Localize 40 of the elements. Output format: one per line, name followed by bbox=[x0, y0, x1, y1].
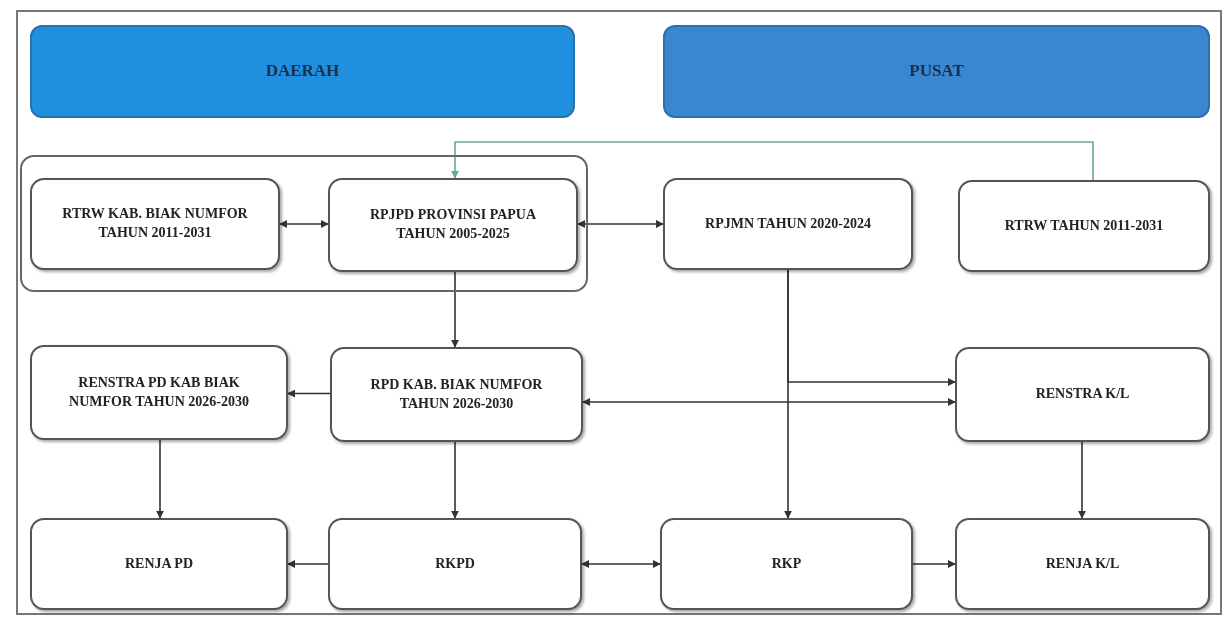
process-box bbox=[958, 180, 1210, 272]
process-box bbox=[330, 347, 583, 442]
process-box bbox=[30, 178, 280, 270]
arrow bbox=[577, 220, 664, 228]
box-label: RENSTRA PD KAB BIAK NUMFOR TAHUN 2026-2030 bbox=[68, 373, 250, 411]
header-text: PUSAT bbox=[909, 60, 964, 83]
arrow bbox=[156, 439, 164, 519]
arrow bbox=[451, 141, 1094, 181]
arrow bbox=[912, 560, 956, 568]
box-label: RPJMN TAHUN 2020-2024 bbox=[705, 214, 871, 233]
box-label: RTRW KAB. BIAK NUMFOR TAHUN 2011-2031 bbox=[61, 205, 249, 242]
header-banner bbox=[30, 25, 575, 118]
header-banner bbox=[663, 25, 1210, 118]
arrow bbox=[451, 271, 459, 348]
arrow bbox=[582, 398, 956, 406]
box-label: RKPD bbox=[435, 554, 475, 573]
box-label: RTRW TAHUN 2011-2031 bbox=[1004, 216, 1164, 235]
arrow bbox=[1078, 441, 1086, 519]
arrow bbox=[581, 560, 661, 568]
box-label: RKP bbox=[771, 554, 802, 573]
box-label: RPJPD PROVINSI PAPUA TAHUN 2005-2025 bbox=[368, 206, 538, 243]
arrow bbox=[287, 560, 329, 568]
process-box bbox=[660, 518, 913, 610]
process-box bbox=[30, 518, 288, 610]
box-label: RPD KAB. BIAK NUMFOR TAHUN 2026-2030 bbox=[369, 375, 544, 413]
group-frame bbox=[20, 155, 588, 292]
arrow bbox=[451, 441, 459, 519]
process-box bbox=[328, 178, 578, 272]
box-label: RENSTRA K/L bbox=[1035, 385, 1130, 404]
process-box bbox=[328, 518, 582, 610]
process-box bbox=[955, 347, 1210, 442]
header-text: DAERAH bbox=[265, 60, 340, 83]
process-box bbox=[30, 345, 288, 440]
process-box bbox=[955, 518, 1210, 610]
arrow bbox=[279, 220, 329, 228]
box-label: RENJA PD bbox=[124, 554, 194, 573]
process-box bbox=[663, 178, 913, 270]
arrow bbox=[287, 389, 331, 398]
arrow bbox=[784, 269, 792, 519]
box-label: RENJA K/L bbox=[1045, 554, 1120, 573]
